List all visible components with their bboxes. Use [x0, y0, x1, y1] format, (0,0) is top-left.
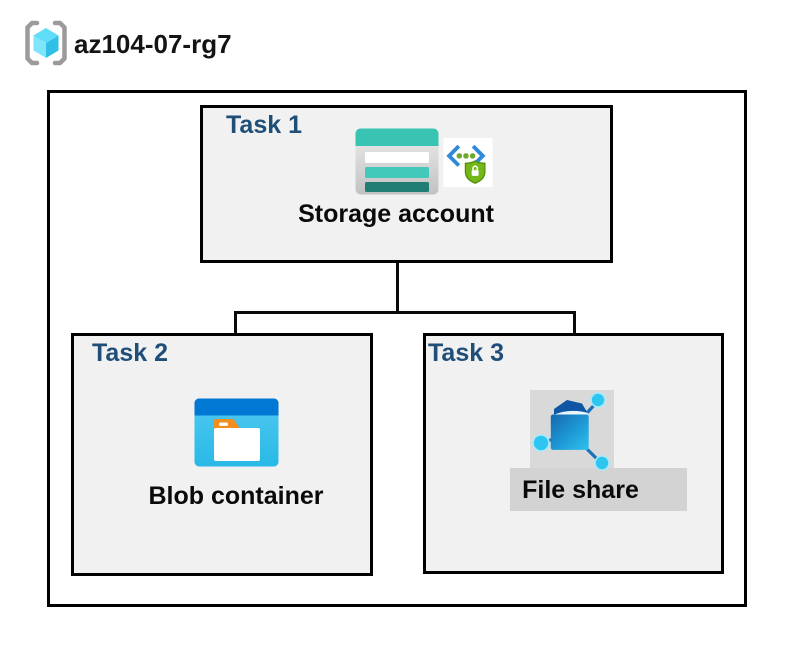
- azure-resource-group-icon: [25, 20, 67, 66]
- blob-container-label: Blob container: [148, 482, 324, 510]
- task2-label: Task 2: [92, 339, 168, 367]
- task1-label: Task 1: [226, 111, 302, 139]
- blob-container-icon: [194, 398, 279, 467]
- secure-endpoint-icon: [443, 138, 493, 187]
- file-share-icon: [530, 390, 614, 471]
- task3-label: Task 3: [428, 339, 504, 367]
- storage-account-icon: [355, 128, 439, 195]
- resource-group-name: az104-07-rg7: [74, 29, 232, 59]
- connector-horizontal: [234, 311, 576, 314]
- storage-account-label: Storage account: [298, 200, 494, 228]
- connector-storage-stem: [396, 233, 399, 313]
- file-share-label-highlight: [510, 468, 687, 511]
- file-share-label: File share: [522, 476, 639, 504]
